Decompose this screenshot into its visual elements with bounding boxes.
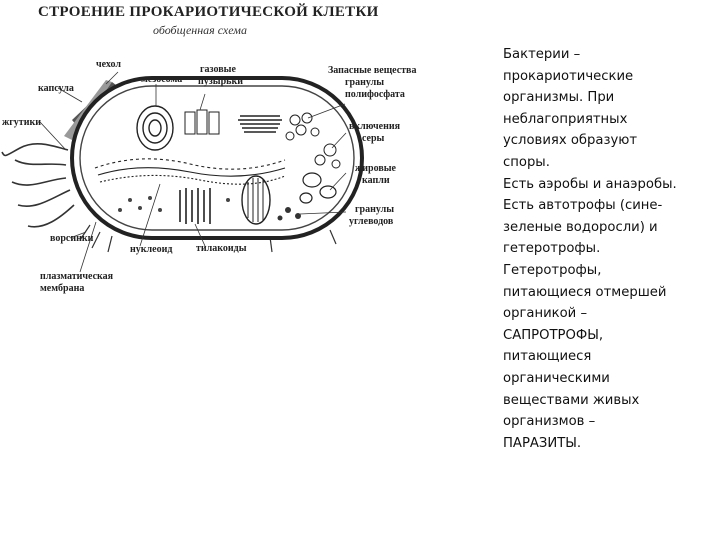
text-line: органикой –	[503, 303, 718, 325]
label-nucleoid: нуклеоид	[130, 245, 172, 255]
label-reserve-substances: Запасные вещества	[328, 66, 416, 76]
label-gas-vesicles-2: пузырьки	[198, 77, 243, 87]
diagram-title: СТРОЕНИЕ ПРОКАРИОТИЧЕСКОЙ КЛЕТКИ	[38, 4, 379, 21]
description-text: Бактерии – прокариотические организмы. П…	[503, 44, 718, 454]
text-line: Есть аэробы и анаэробы.	[503, 174, 718, 196]
text-line: Гетеротрофы,	[503, 260, 718, 282]
label-carbohydrates: углеводов	[349, 217, 393, 227]
text-line: веществами живых	[503, 390, 718, 412]
label-pili: ворсинки	[50, 234, 93, 244]
text-line: условиях образуют	[503, 130, 718, 152]
text-line: органическими	[503, 368, 718, 390]
label-plasma: плазматическая	[40, 272, 113, 282]
text-line: питающиеся отмершей	[503, 282, 718, 304]
text-line: Есть автотрофы (сине-	[503, 195, 718, 217]
label-gas-vesicles-1: газовые	[200, 65, 236, 75]
label-inclusions: включения	[349, 122, 400, 132]
text-line: прокариотические	[503, 66, 718, 88]
label-capsule: капсула	[38, 84, 74, 94]
text-line: зеленые водоросли) и	[503, 217, 718, 239]
label-flagella: жгутики	[2, 118, 41, 128]
label-granules-2: гранулы	[355, 205, 394, 215]
label-sulfur: серы	[362, 134, 384, 144]
label-membrane: мембрана	[40, 284, 84, 294]
label-mesosome: мезосома	[141, 75, 182, 85]
flagella	[2, 144, 74, 227]
label-granules: гранулы	[345, 78, 384, 88]
label-droplets: капли	[362, 176, 390, 186]
text-line: САПРОТРОФЫ,	[503, 325, 718, 347]
text-line: Бактерии –	[503, 44, 718, 66]
label-polyphosphate: полифосфата	[345, 90, 405, 100]
gas-vesicles	[185, 110, 219, 134]
text-line: организмы. При	[503, 87, 718, 109]
text-line: организмов –	[503, 411, 718, 433]
text-line: споры.	[503, 152, 718, 174]
label-thylakoids: тилакоиды	[196, 244, 247, 254]
text-line: питающиеся	[503, 346, 718, 368]
label-sheath: чехол	[96, 60, 121, 70]
diagram-subtitle: обобщенная схема	[153, 23, 247, 38]
text-line: гетеротрофы.	[503, 238, 718, 260]
text-line: ПАРАЗИТЫ.	[503, 433, 718, 455]
prokaryotic-cell-diagram: чехол мезосома газовые пузырьки Запасные…	[0, 40, 480, 310]
label-fat: жировые	[355, 164, 396, 174]
text-line: неблагоприятных	[503, 109, 718, 131]
